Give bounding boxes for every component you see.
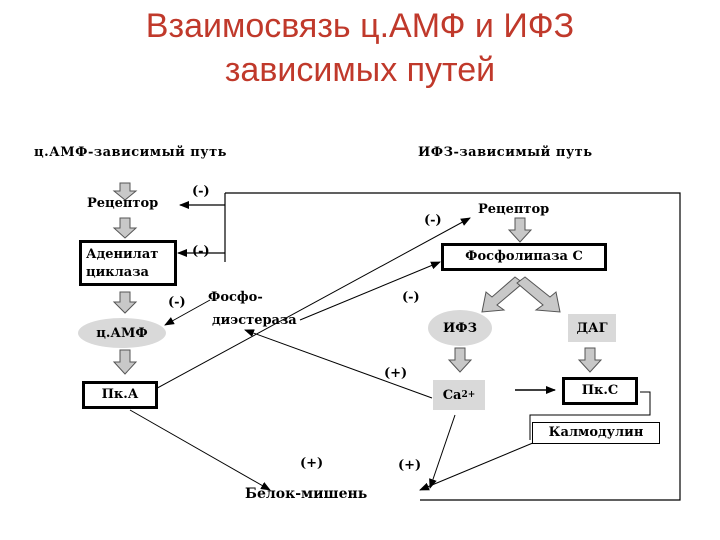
node-target-protein: Белок-мишень	[245, 486, 368, 502]
arrow-pka-to-target	[129, 409, 271, 491]
block-arrow-5	[507, 217, 533, 243]
arrow-to-plc	[299, 261, 441, 321]
sign-receptor-right-inhib: (-)	[424, 213, 442, 228]
adenylate-cyclase-line-2: циклаза	[86, 265, 149, 280]
arrow-pde-to-camp	[164, 299, 211, 326]
sign-ca-plus: (+)	[384, 366, 408, 381]
arrow-pka-to-receptor-right	[149, 217, 471, 393]
sign-plc-inhib: (-)	[402, 290, 420, 305]
node-camp: ц.АМФ	[78, 318, 166, 348]
node-phospholipase-c: Фосфолипаза С	[441, 243, 607, 271]
title-line-1: Взаимосвязь ц.АМФ и ИФЗ	[145, 7, 575, 45]
sign-cyclase-inhib: (-)	[192, 244, 210, 259]
node-phosphodiesterase-1: Фосфо-	[208, 290, 263, 305]
sign-target-plus-left: (+)	[300, 456, 324, 471]
node-pkc: Пк.С	[562, 377, 638, 405]
sign-target-plus-right: (+)	[398, 458, 422, 473]
node-pka: Пк.А	[82, 381, 158, 409]
node-ip3: ИФЗ	[428, 310, 492, 346]
block-arrow-7	[577, 347, 603, 373]
node-dag: ДАГ	[568, 314, 616, 342]
title-line-2: зависимых путей	[224, 51, 496, 89]
slide-title: Взаимосвязь ц.АМФ и ИФЗ зависимых путей	[0, 4, 720, 92]
line-pkc-to-calmodulin	[529, 391, 651, 440]
header-ip3-path: ИФЗ-зависимый путь	[418, 145, 593, 160]
arrow-ca-to-pde	[244, 329, 433, 399]
arrow-calmodulin-to-target	[419, 439, 541, 491]
block-arrow-2	[112, 217, 138, 239]
ca-superscript: 2+	[461, 390, 476, 400]
block-arrow-3	[112, 291, 138, 314]
block-arrow-split-right	[516, 276, 561, 313]
sign-receptor-left-inhib: (-)	[192, 184, 210, 199]
node-receptor-right: Рецептор	[478, 202, 550, 217]
node-phosphodiesterase-2: диэстераза	[212, 313, 297, 328]
block-arrow-split-left	[481, 276, 524, 313]
ca-label: Ca	[442, 387, 462, 403]
block-arrow-4	[112, 349, 138, 375]
arrow-ca-to-target	[429, 414, 456, 489]
node-adenylate-cyclase: Аденилат циклаза	[79, 240, 177, 286]
node-calmodulin: Калмодулин	[532, 422, 660, 444]
block-arrow-6	[447, 347, 473, 373]
feedback-top-line	[225, 192, 681, 501]
block-arrow-1	[112, 182, 138, 201]
adenylate-cyclase-line-1: Аденилат	[86, 247, 159, 262]
header-camp-path: ц.АМФ-зависимый путь	[34, 145, 227, 160]
node-receptor-left: Рецептор	[87, 196, 159, 211]
sign-pde-inhib: (-)	[168, 295, 186, 310]
